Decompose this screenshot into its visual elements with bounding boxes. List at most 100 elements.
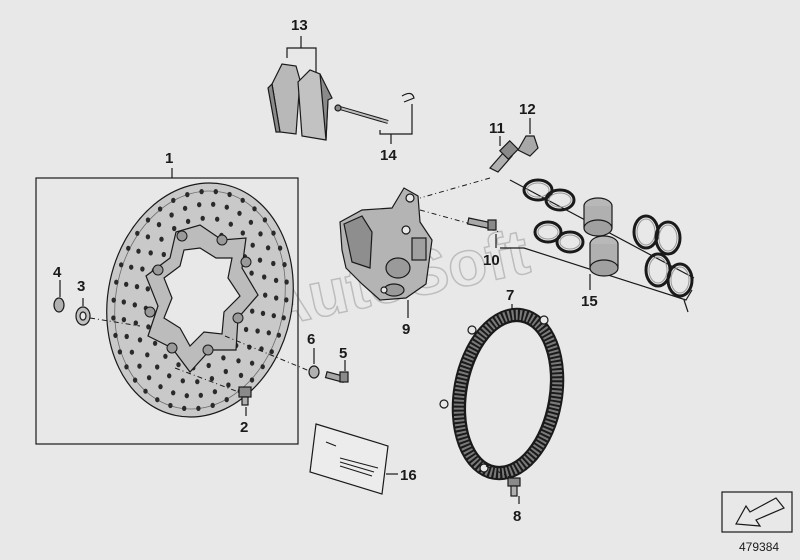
vent-hole (255, 328, 260, 334)
brake-pad-left (267, 63, 301, 135)
vent-hole (111, 315, 116, 321)
vent-hole (133, 320, 138, 326)
vent-hole (124, 364, 129, 370)
vent-hole (262, 217, 268, 223)
vent-hole (198, 392, 203, 398)
vent-hole (249, 377, 255, 383)
callout-15: 15 (581, 293, 598, 310)
vent-hole (155, 397, 160, 403)
vent-hole (111, 297, 116, 303)
vent-hole (143, 388, 148, 394)
vent-hole (259, 346, 264, 352)
vent-hole (119, 262, 124, 268)
vent-hole (210, 402, 215, 408)
vent-hole (262, 274, 267, 280)
callout-7: 7 (506, 287, 514, 304)
seal-ring (632, 214, 660, 250)
carrier-bolt-head (176, 230, 188, 242)
brake-caliper (339, 177, 501, 318)
vent-hole (124, 281, 129, 287)
bleed-cap (517, 118, 539, 157)
instruction-leaflet (309, 423, 398, 495)
vent-hole (156, 222, 162, 228)
carrier-bolt-head (152, 264, 164, 276)
vent-hole (240, 197, 245, 203)
vent-hole (271, 260, 276, 267)
vent-hole (248, 219, 254, 225)
vent-hole (113, 332, 118, 338)
piston-upper (583, 197, 613, 237)
vent-hole (250, 308, 255, 314)
callout-3: 3 (77, 278, 85, 295)
vent-hole (271, 230, 276, 236)
vent-hole (157, 206, 163, 212)
callout-4: 4 (53, 264, 62, 281)
vent-hole (197, 202, 202, 208)
vent-hole (212, 389, 218, 395)
vent-hole (137, 363, 142, 369)
vent-hole (200, 215, 205, 221)
vent-hole (148, 250, 153, 256)
seal-ring-inner (559, 234, 581, 250)
vent-hole (145, 352, 150, 358)
vent-hole (124, 333, 129, 340)
carrier-bolt-head (240, 256, 252, 268)
callout-5: 5 (339, 345, 347, 362)
callout-16: 16 (400, 467, 417, 484)
vent-hole (184, 393, 189, 399)
pad-clip (401, 92, 415, 103)
brake-pads-group: 13 14 (267, 17, 415, 164)
vent-hole (132, 302, 137, 308)
vent-hole (172, 225, 177, 232)
carrier-bolts (144, 230, 252, 356)
reference-number: 479384 (739, 540, 779, 554)
washer-ring (75, 298, 141, 327)
vent-hole (121, 317, 127, 323)
piston-lower (589, 235, 619, 277)
vent-hole (182, 205, 188, 211)
seal-kit-group: 15 (500, 178, 695, 313)
vent-hole (223, 368, 228, 375)
disc-bolt (174, 367, 252, 416)
callout-14: 14 (380, 147, 397, 164)
brake-disc-group: 1 2 4 3 (35, 150, 349, 445)
seal-ring-inner (670, 266, 690, 294)
callout-12: 12 (519, 101, 536, 118)
vent-hole (145, 286, 150, 292)
carrier-bolt-head (232, 312, 244, 324)
vent-hole (134, 284, 140, 290)
vent-hole (152, 340, 158, 346)
vent-hole (284, 279, 289, 285)
callout-10: 10 (483, 252, 500, 269)
seal-ring-inner (548, 192, 572, 208)
callout-1: 1 (165, 150, 173, 167)
disc-vent-holes (111, 189, 289, 411)
vent-hole (243, 326, 249, 333)
vent-hole (167, 373, 172, 379)
vent-hole (132, 377, 138, 383)
seal-ring (555, 230, 585, 254)
vent-hole (117, 349, 123, 355)
vent-hole (140, 266, 145, 272)
screw-5 (324, 360, 349, 383)
vent-hole (221, 355, 226, 361)
vent-hole (266, 330, 271, 336)
vent-hole (276, 332, 281, 338)
vent-hole (269, 349, 274, 355)
vent-hole (227, 191, 232, 198)
vent-hole (274, 295, 279, 301)
vent-hole (155, 364, 160, 370)
seal-ring (544, 188, 576, 212)
vent-hole (281, 315, 286, 321)
vent-hole (163, 353, 168, 359)
vent-hole (168, 402, 173, 409)
vent-hole (206, 362, 211, 369)
vent-hole (282, 262, 287, 268)
vent-hole (277, 245, 283, 251)
vent-hole (182, 405, 187, 411)
seal-ring (522, 178, 554, 202)
vent-hole (169, 212, 174, 218)
vent-hole (224, 397, 229, 403)
vent-hole (258, 231, 263, 237)
carrier-bolt-head (202, 344, 214, 356)
